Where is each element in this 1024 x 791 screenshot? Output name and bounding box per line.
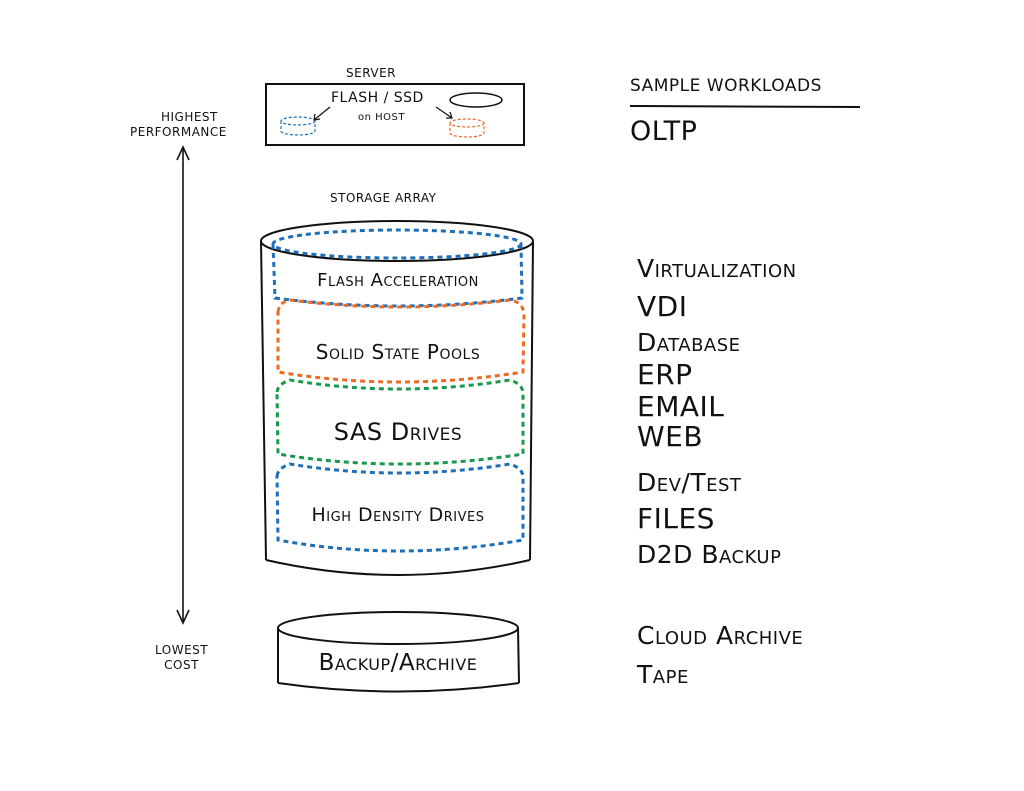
server-flash-blue-icon — [280, 116, 316, 136]
server-box — [265, 83, 525, 146]
storage-array-title: STORAGE ARRAY — [330, 191, 437, 205]
tier-label-flash-acceleration: Flash Acceleration — [317, 270, 479, 291]
server-title: SERVER — [346, 66, 397, 80]
backup-archive-cylinder — [277, 611, 520, 693]
workload-item: D2D Backup — [637, 540, 782, 569]
tier-sas-drives-outline — [275, 378, 525, 466]
workload-item: Dev/Test — [637, 468, 742, 497]
backup-archive-label: Backup/Archive — [318, 650, 478, 676]
server-flash-orange-icon — [449, 118, 485, 138]
workload-item: EMAIL — [637, 390, 725, 423]
tier-label-high-density-drives: High Density Drives — [311, 504, 485, 526]
workloads-title: SAMPLE WORKLOADS — [630, 76, 822, 96]
server-disk-outline — [449, 92, 503, 108]
workload-item: Tape — [637, 660, 689, 689]
tier-solid-state-pools-outline — [276, 298, 526, 384]
workload-item: VDI — [637, 290, 688, 323]
workload-item: FILES — [637, 502, 715, 535]
axis-bottom-label: LOWEST COST — [155, 643, 209, 672]
workloads-title-underline — [629, 105, 861, 108]
axis-top-label: HIGHEST PERFORMANCE — [130, 110, 227, 139]
workload-item: ERP — [637, 358, 693, 391]
workload-item: Database — [637, 328, 741, 357]
tier-label-sas-drives: SAS Drives — [333, 418, 463, 446]
server-host-label: on HOST — [358, 112, 405, 123]
workload-item: Virtualization — [637, 254, 797, 283]
performance-cost-axis — [176, 145, 190, 625]
server-flash-label: FLASH / SSD — [331, 90, 424, 106]
tier-flash-acceleration-outline — [271, 228, 524, 308]
workload-item: Cloud Archive — [637, 621, 804, 650]
workload-item: WEB — [637, 420, 704, 453]
workload-oltp: OLTP — [630, 116, 698, 147]
tier-label-solid-state-pools: Solid State Pools — [315, 340, 481, 364]
tier-high-density-drives-outline — [275, 462, 525, 553]
storage-array-cylinder — [260, 220, 534, 576]
server-arrows — [313, 106, 453, 121]
